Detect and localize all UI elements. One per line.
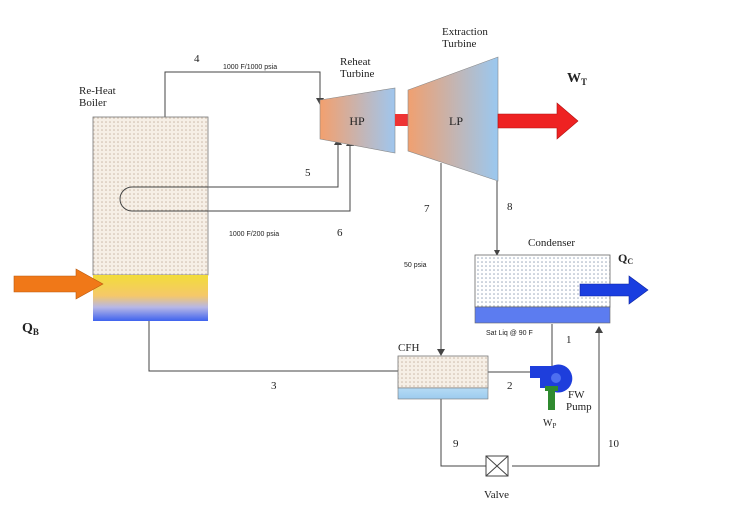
heat-input-arrow	[13, 268, 104, 300]
extraction-turbine-label-line2: Turbine	[442, 38, 477, 50]
pump-work-label: WP	[543, 418, 556, 430]
arrowhead-into-cfh	[437, 349, 445, 356]
pump-base	[545, 386, 558, 391]
pipe-state-4	[164, 71, 321, 117]
state-number-7: 7	[424, 203, 430, 215]
extraction-turbine-label-line1: Extraction	[442, 26, 488, 38]
arrowhead-state-10	[595, 326, 603, 333]
state-number-2: 2	[507, 380, 513, 392]
lp-turbine-label: LP	[449, 114, 463, 128]
heat-input-label: QB	[22, 321, 39, 337]
pump-label-line2: Pump	[566, 401, 592, 413]
state-6-conditions: 1000 F/200 psia	[229, 231, 279, 238]
condenser-body	[474, 254, 611, 308]
hp-turbine	[319, 87, 396, 154]
state-number-5: 5	[305, 167, 311, 179]
pipe-state-3	[148, 312, 398, 372]
pump-eye	[551, 373, 561, 383]
cfh-body	[397, 355, 489, 389]
state-4-conditions: 1000 F/1000 psia	[223, 64, 277, 71]
closed-feedwater-heater	[397, 355, 489, 400]
lp-turbine	[407, 56, 499, 182]
boiler-label-line1: Re-Heat	[79, 85, 116, 97]
reheat-boiler	[92, 116, 209, 321]
pipe-state-9	[440, 399, 486, 467]
state-1-conditions: Sat Liq @ 90 F	[486, 330, 533, 337]
valve-cross-b	[485, 455, 509, 477]
turbine-work-arrow	[497, 102, 579, 140]
reheat-turbine-label-line2: Turbine	[340, 68, 375, 80]
turbine-work-label: WT	[567, 71, 587, 87]
boiler-label-line2: Boiler	[79, 97, 107, 109]
pump-shaft	[548, 388, 555, 410]
valve-label: Valve	[484, 489, 509, 501]
feedwater-pump	[530, 364, 573, 410]
throttle-valve	[485, 455, 509, 477]
arrowhead-into-condenser	[494, 250, 500, 256]
heat-rejection-label: QC	[618, 251, 633, 266]
pump-label-line1: FW	[568, 389, 585, 401]
cfh-drain-zone	[397, 387, 489, 400]
state-number-8: 8	[507, 201, 513, 213]
extraction-pressure: 50 psia	[404, 262, 427, 269]
condenser-liquid	[474, 306, 611, 324]
state-number-1: 1	[566, 334, 572, 346]
boiler-body	[92, 116, 209, 276]
state-number-4: 4	[194, 53, 200, 65]
hp-turbine-label: HP	[349, 114, 365, 128]
state-number-6: 6	[337, 227, 343, 239]
heat-rejection-arrow	[579, 275, 649, 305]
condenser-label: Condenser	[528, 237, 575, 249]
state-number-3: 3	[271, 380, 277, 392]
pipe-state-10	[512, 330, 600, 467]
state-numbers: 1 2 3 4 5 6 7 8 9 10	[194, 53, 620, 450]
turbine-shaft	[395, 114, 409, 126]
reheat-turbine-label-line1: Reheat	[340, 56, 371, 68]
state-number-10: 10	[608, 438, 620, 450]
boiler-heat-zone	[93, 275, 208, 321]
reheat-tube	[119, 186, 208, 212]
state-number-9: 9	[453, 438, 459, 450]
condenser	[474, 254, 611, 324]
cfh-label: CFH	[398, 342, 419, 354]
